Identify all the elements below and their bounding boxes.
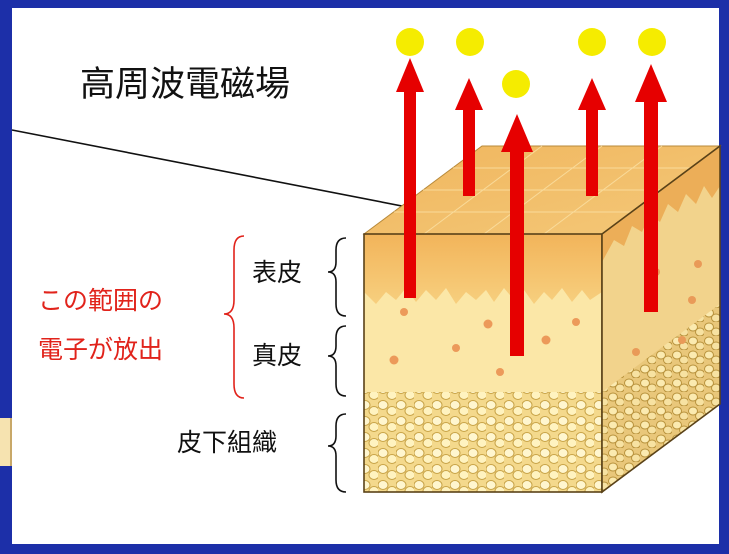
emission-arrows [396, 58, 667, 356]
left-edge-tab [0, 418, 12, 466]
arrow-4 [578, 78, 606, 196]
electron-4 [578, 28, 606, 56]
arrow-5 [635, 64, 667, 312]
emission-label-line1: この範囲の [38, 286, 163, 315]
electron-1 [396, 28, 424, 56]
electron-3 [502, 70, 530, 98]
arrow-2 [455, 78, 483, 196]
electron-5 [638, 28, 666, 56]
electrons [396, 28, 666, 98]
arrow-1 [396, 58, 424, 298]
electron-2 [456, 28, 484, 56]
block-front-face [363, 233, 603, 493]
label-dermis: 真皮 [252, 341, 302, 370]
layer-braces [327, 237, 347, 493]
brace-dermis [327, 325, 347, 397]
label-subcutaneous: 皮下組織 [177, 428, 277, 457]
emission-range-brace [223, 235, 245, 399]
title: 高周波電磁場 [80, 65, 290, 105]
emission-label-line2: 電子が放出 [38, 335, 163, 364]
arrow-3 [501, 114, 533, 356]
label-epidermis: 表皮 [252, 258, 302, 287]
brace-subcutaneous [327, 413, 347, 493]
brace-epidermis [327, 237, 347, 317]
